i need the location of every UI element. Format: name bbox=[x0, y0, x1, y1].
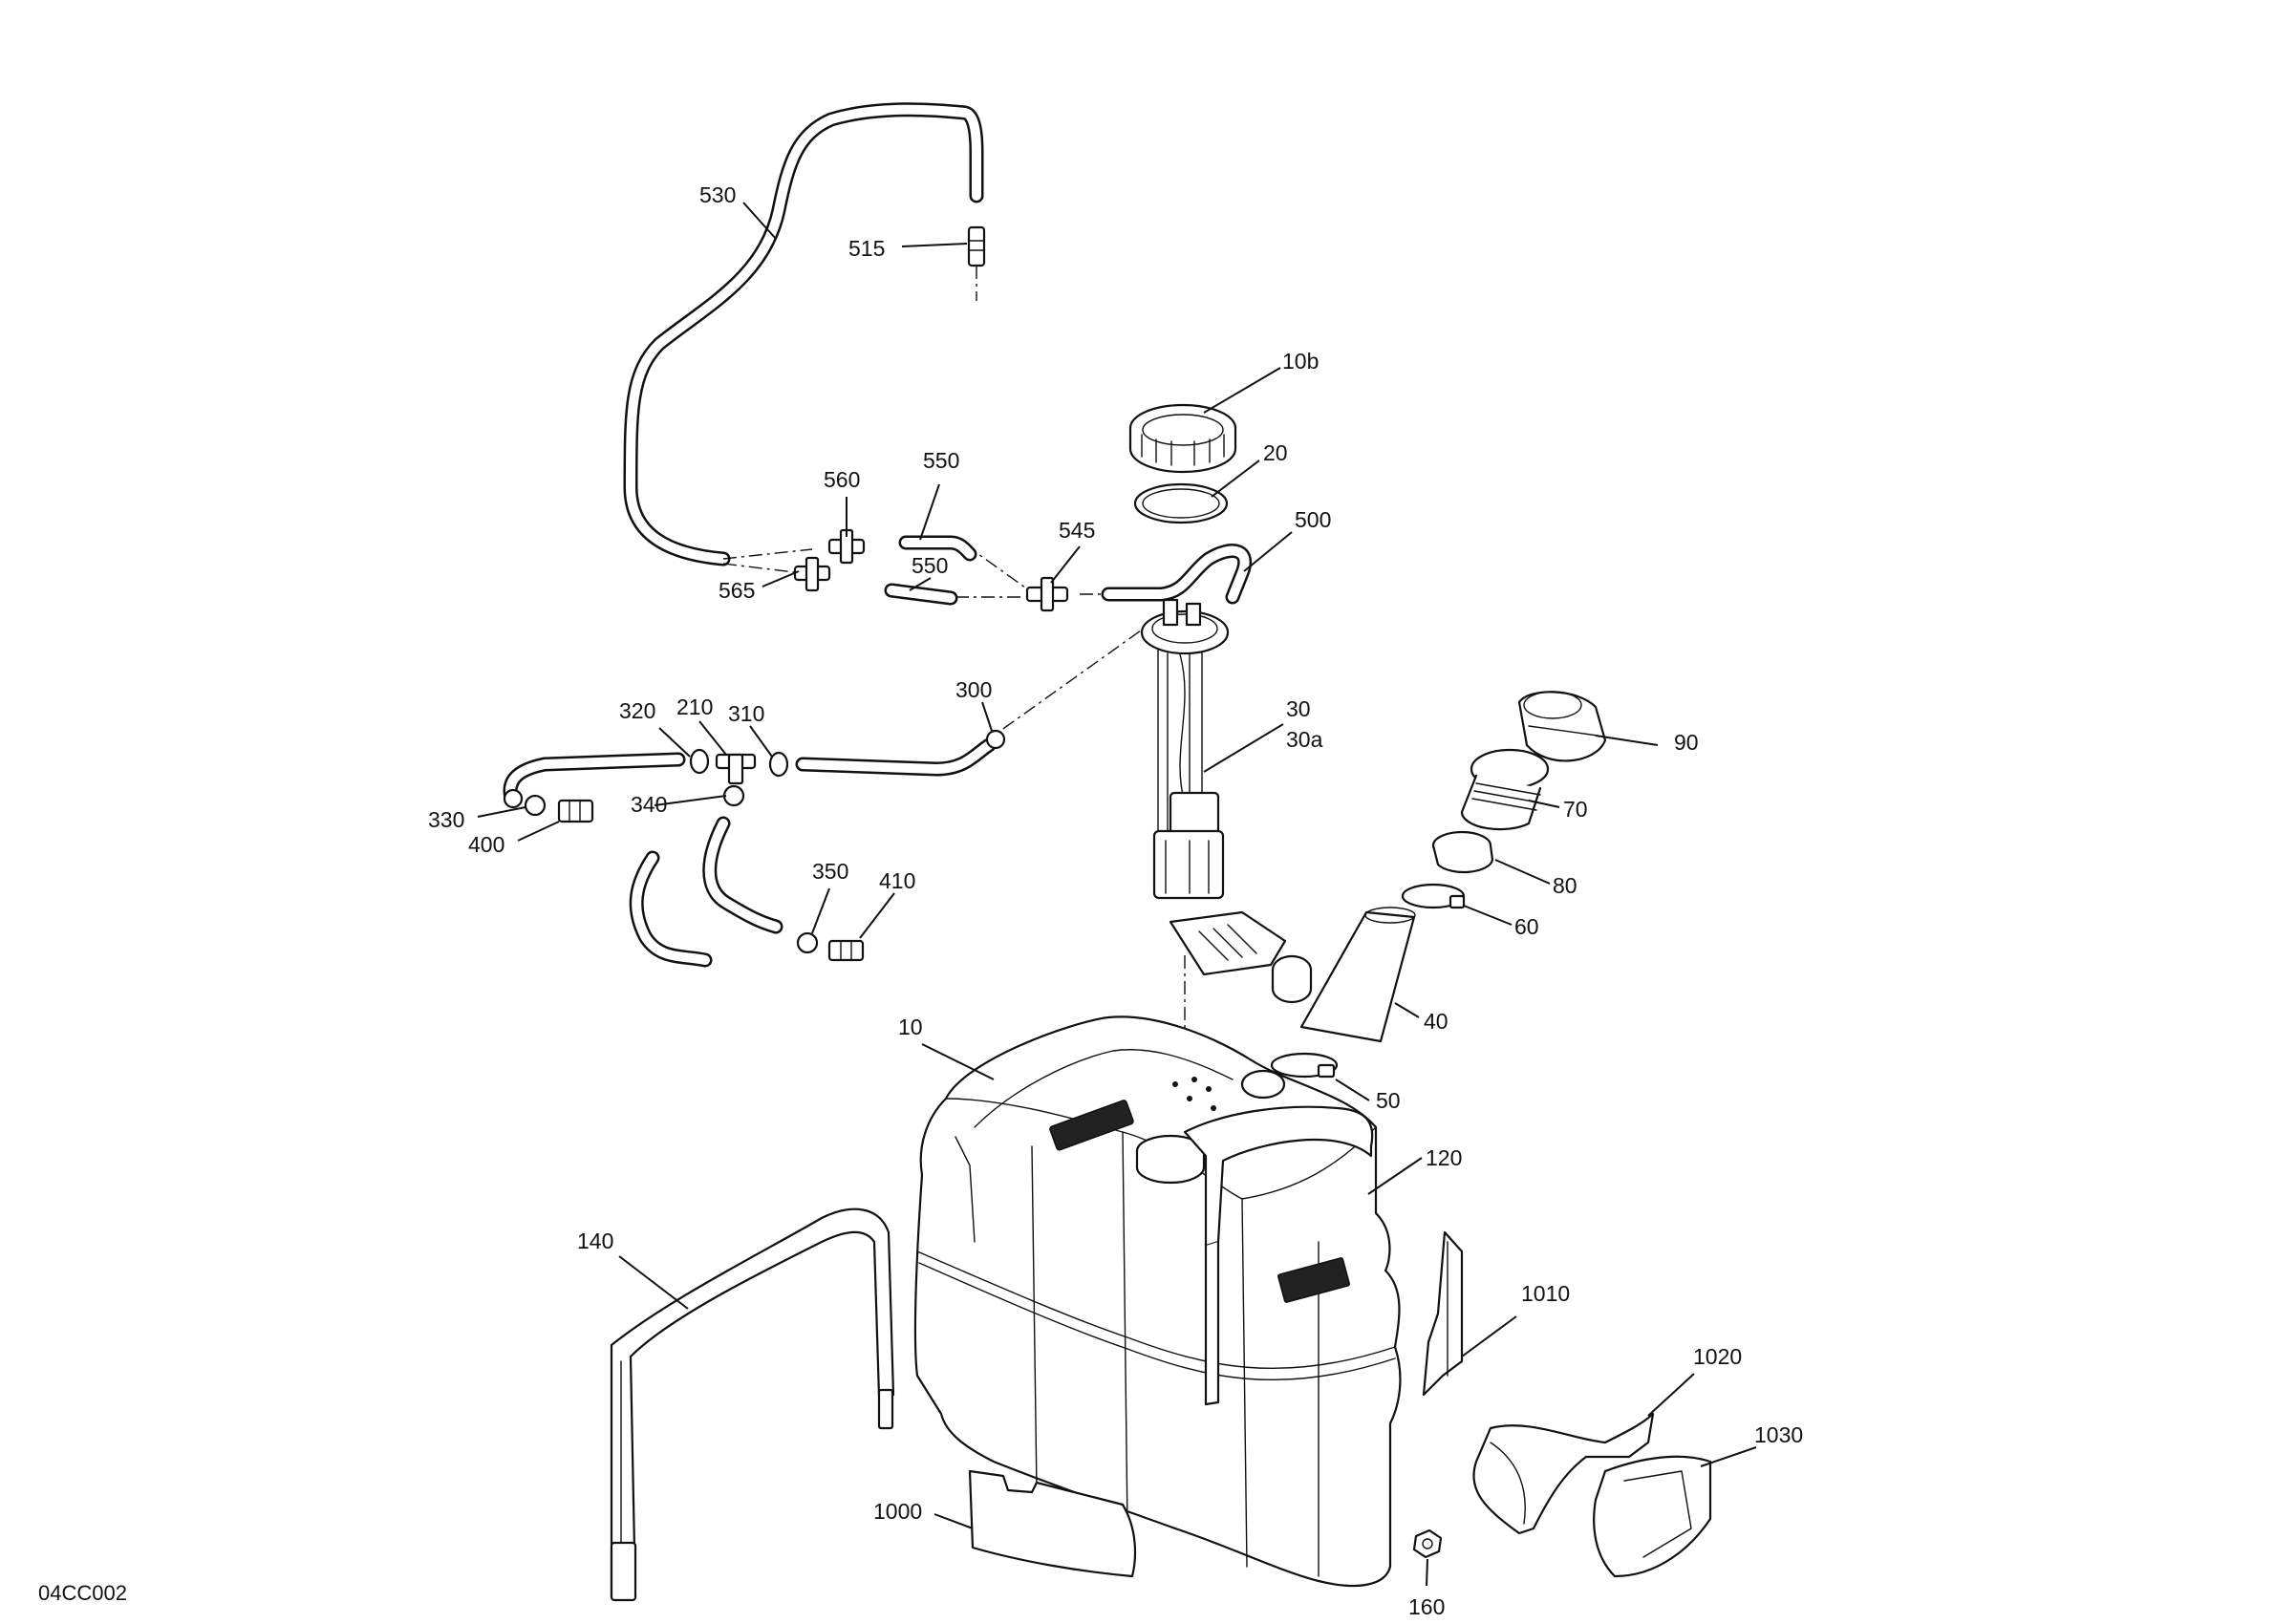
filler-neck-70 bbox=[1460, 748, 1550, 831]
callout-210: 210 bbox=[676, 694, 713, 719]
heat-shield-1030 bbox=[1593, 1455, 1712, 1578]
callout-140: 140 bbox=[577, 1229, 613, 1253]
callout-340: 340 bbox=[631, 792, 667, 817]
callout-400: 400 bbox=[468, 832, 504, 857]
lock-ring-10b bbox=[1128, 403, 1237, 474]
drawing-reference: 04CC002 bbox=[38, 1581, 127, 1605]
callout-10: 10 bbox=[898, 1015, 923, 1039]
heat-shield-1000 bbox=[968, 1469, 1137, 1578]
callout-515: 515 bbox=[848, 236, 885, 261]
fuel-pump-module-30 bbox=[1140, 598, 1313, 1041]
clamp-50 bbox=[1270, 1052, 1339, 1079]
callout-1030: 1030 bbox=[1754, 1422, 1803, 1447]
callout-50: 50 bbox=[1376, 1088, 1401, 1113]
callout-160: 160 bbox=[1408, 1594, 1445, 1619]
callout-60: 60 bbox=[1514, 914, 1539, 939]
strap-120 bbox=[1183, 1105, 1374, 1406]
callout-550-lower: 550 bbox=[912, 553, 948, 578]
callout-20: 20 bbox=[1263, 440, 1288, 465]
callout-565: 565 bbox=[719, 578, 755, 603]
callout-40: 40 bbox=[1424, 1009, 1448, 1034]
leader-lines bbox=[477, 202, 1757, 1587]
callout-90: 90 bbox=[1674, 730, 1699, 755]
nut-160 bbox=[1412, 1528, 1443, 1559]
callout-330: 330 bbox=[428, 807, 464, 832]
callout-560: 560 bbox=[824, 467, 860, 492]
fuel-hose-assembly bbox=[503, 729, 1006, 968]
callout-1010: 1010 bbox=[1521, 1281, 1570, 1306]
callout-30: 30 bbox=[1286, 696, 1311, 721]
vent-hose-530 bbox=[623, 102, 984, 566]
callout-530: 530 bbox=[699, 182, 736, 207]
callout-30a: 30a bbox=[1286, 727, 1323, 752]
clamp-60 bbox=[1401, 883, 1466, 909]
callout-550-upper: 550 bbox=[923, 448, 959, 473]
fitting-515 bbox=[967, 225, 986, 301]
seal-20 bbox=[1133, 482, 1229, 524]
callout-10b: 10b bbox=[1282, 349, 1319, 374]
tank-marking-dots bbox=[1172, 1077, 1216, 1111]
callout-300: 300 bbox=[955, 677, 992, 702]
heat-shield-1010 bbox=[1422, 1230, 1464, 1397]
nut-80 bbox=[1431, 830, 1494, 874]
callout-labels: 530 515 10b 20 500 560 550 545 550 565 3… bbox=[428, 182, 1803, 1619]
callout-500: 500 bbox=[1295, 507, 1331, 532]
fuel-tank-10 bbox=[913, 1015, 1402, 1588]
heat-shield-1020 bbox=[1472, 1412, 1655, 1535]
filler-cap-90 bbox=[1517, 691, 1607, 762]
callout-80: 80 bbox=[1553, 873, 1577, 898]
callout-1000: 1000 bbox=[873, 1499, 922, 1524]
fuel-pump-hose-500 bbox=[1101, 544, 1252, 605]
callout-70: 70 bbox=[1563, 797, 1588, 822]
callout-1020: 1020 bbox=[1693, 1344, 1742, 1369]
callout-310: 310 bbox=[728, 701, 764, 726]
callout-410: 410 bbox=[879, 868, 915, 893]
strap-140 bbox=[610, 1207, 895, 1602]
callout-120: 120 bbox=[1426, 1145, 1462, 1170]
filler-hose-40 bbox=[1299, 907, 1416, 1043]
callout-545: 545 bbox=[1059, 518, 1095, 543]
callout-320: 320 bbox=[619, 698, 655, 723]
callout-350: 350 bbox=[812, 859, 848, 884]
